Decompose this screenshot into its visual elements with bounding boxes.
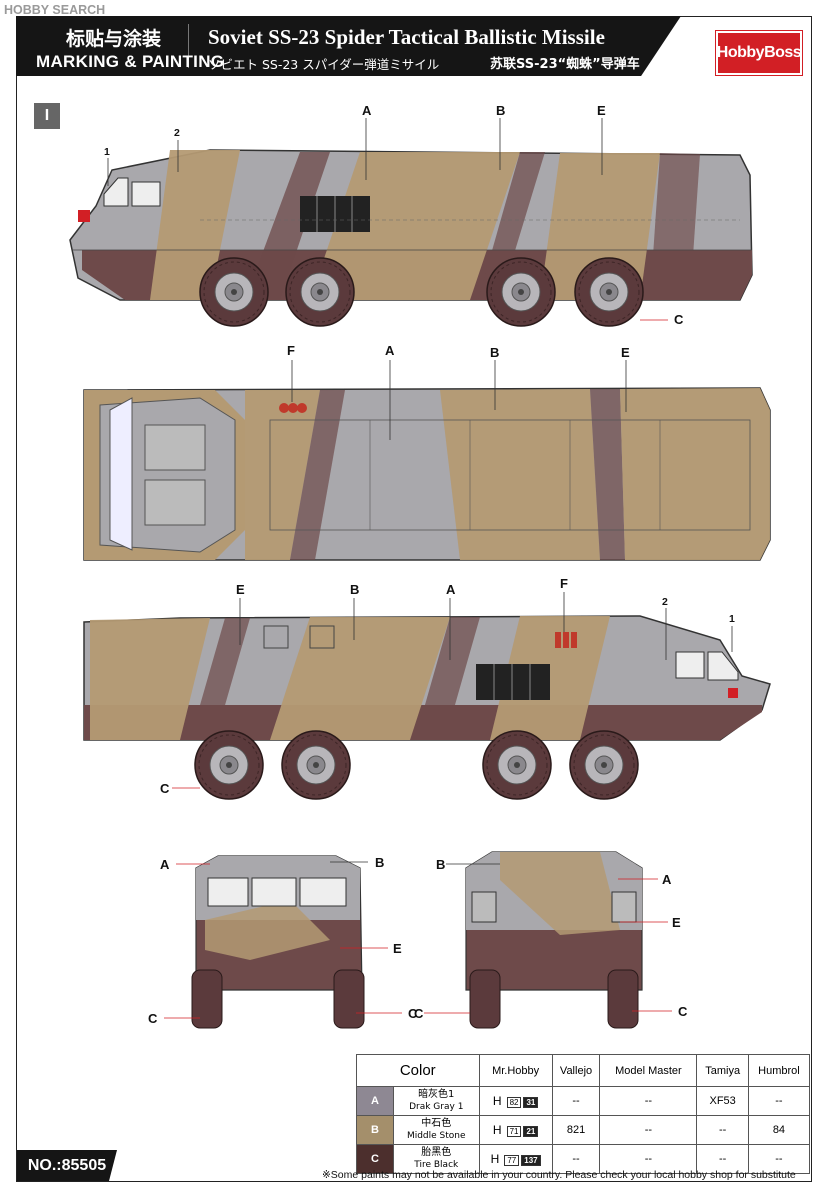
h-code: 71 <box>506 1126 522 1137</box>
color-swatch-c: C <box>356 1144 394 1174</box>
section-title: MARKING & PAINTING <box>36 52 225 71</box>
h-code: 82 <box>506 1097 522 1108</box>
callout-c: C <box>160 781 170 796</box>
product-number: NO.:85505 <box>17 1150 117 1181</box>
callout-c: C <box>148 1011 158 1026</box>
rear-view <box>424 851 672 1029</box>
callout-decal-1: 1 <box>104 146 110 158</box>
color-name-en: Drak Gray 1 <box>409 1102 464 1112</box>
tamiya-code: -- <box>696 1115 749 1145</box>
callout-e: E <box>672 915 681 930</box>
brand-logo: HobbyBoss <box>715 30 803 76</box>
header-mr-hobby: Mr.Hobby <box>478 1054 553 1087</box>
callout-b: B <box>350 582 360 597</box>
right-side-view <box>83 592 771 800</box>
watermark: HOBBY SEARCH <box>4 3 106 17</box>
vallejo-code: -- <box>551 1144 601 1174</box>
header-banner: 标贴与涂装 MARKING & PAINTING Soviet SS-23 Sp… <box>16 16 812 76</box>
color-swatch-b: B <box>356 1115 394 1145</box>
color-name-zh: 中石色 <box>421 1118 452 1129</box>
h-prefix: H <box>490 1152 500 1166</box>
c-code: 31 <box>523 1097 539 1108</box>
step-number: I <box>34 103 60 129</box>
header-model-master: Model Master <box>599 1054 698 1087</box>
callout-decal-2: 2 <box>174 127 180 139</box>
callout-c: C <box>414 1006 424 1021</box>
tamiya-code: -- <box>696 1144 749 1174</box>
callout-f: F <box>287 343 295 358</box>
callout-e: E <box>393 941 402 956</box>
callout-e: E <box>236 582 245 597</box>
model-title: Soviet SS-23 Spider Tactical Ballistic M… <box>208 25 605 49</box>
h-prefix: H <box>492 1094 502 1108</box>
front-view <box>164 855 402 1029</box>
color-swatch-a: A <box>356 1086 394 1116</box>
callout-decal-1: 1 <box>729 613 735 625</box>
color-name-zh: 胎黑色 <box>421 1147 452 1158</box>
table-header-row: Color Mr.Hobby Vallejo Model Master Tami… <box>356 1054 811 1087</box>
humbrol-code: -- <box>747 1086 811 1116</box>
color-name: 胎黑色 Tire Black <box>393 1144 480 1174</box>
callout-e: E <box>597 103 606 118</box>
vallejo-code: 821 <box>551 1115 601 1145</box>
callout-b: B <box>490 345 500 360</box>
callout-b: B <box>496 103 506 118</box>
callout-b: B <box>375 855 385 870</box>
color-name-en: Middle Stone <box>406 1131 466 1141</box>
c-code: 137 <box>521 1155 541 1166</box>
tamiya-code: XF53 <box>696 1086 749 1116</box>
callout-a: A <box>160 857 170 872</box>
callout-a: A <box>446 582 456 597</box>
callout-a: A <box>662 872 672 887</box>
callout-decal-2: 2 <box>662 596 668 608</box>
chinese-title: 苏联SS-23“蜘蛛”导弹车 <box>490 57 640 72</box>
humbrol-code: -- <box>747 1144 811 1174</box>
header-humbrol: Humbrol <box>747 1054 811 1087</box>
model-master-code: -- <box>599 1115 698 1145</box>
color-name: 中石色 Middle Stone <box>393 1115 480 1145</box>
vallejo-code: -- <box>551 1086 601 1116</box>
callout-c: C <box>674 312 684 327</box>
callout-a: A <box>385 343 395 358</box>
callout-c: C <box>678 1004 688 1019</box>
top-view <box>83 360 771 561</box>
humbrol-code: 84 <box>747 1115 811 1145</box>
header-divider <box>188 24 189 68</box>
japanese-title: ソビエト SS-23 スパイダー弾道ミサイル <box>208 57 440 72</box>
header-background <box>16 16 681 76</box>
brand-logo-text: HobbyBoss <box>716 44 802 61</box>
c-code: 21 <box>523 1126 539 1137</box>
callout-b: B <box>436 857 446 872</box>
left-side-view <box>69 118 753 327</box>
color-name-zh: 暗灰色1 <box>418 1089 455 1100</box>
header-color: Color <box>356 1054 480 1087</box>
model-master-code: -- <box>599 1086 698 1116</box>
model-master-code: -- <box>599 1144 698 1174</box>
callout-c: C <box>408 1006 418 1021</box>
header-vallejo: Vallejo <box>551 1054 601 1087</box>
h-prefix: H <box>492 1123 502 1137</box>
callout-a: A <box>362 103 372 118</box>
color-name-en: Tire Black <box>414 1160 459 1170</box>
callout-e: E <box>621 345 630 360</box>
h-code: 77 <box>504 1155 520 1166</box>
paint-reference-table: Color Mr.Hobby Vallejo Model Master Tami… <box>356 1054 811 1174</box>
chinese-section-title: 标贴与涂装 <box>66 28 162 50</box>
header-tamiya: Tamiya <box>696 1054 749 1087</box>
callout-f: F <box>560 576 568 591</box>
paint-availability-note: ※Some paints may not be available in you… <box>322 1169 796 1181</box>
